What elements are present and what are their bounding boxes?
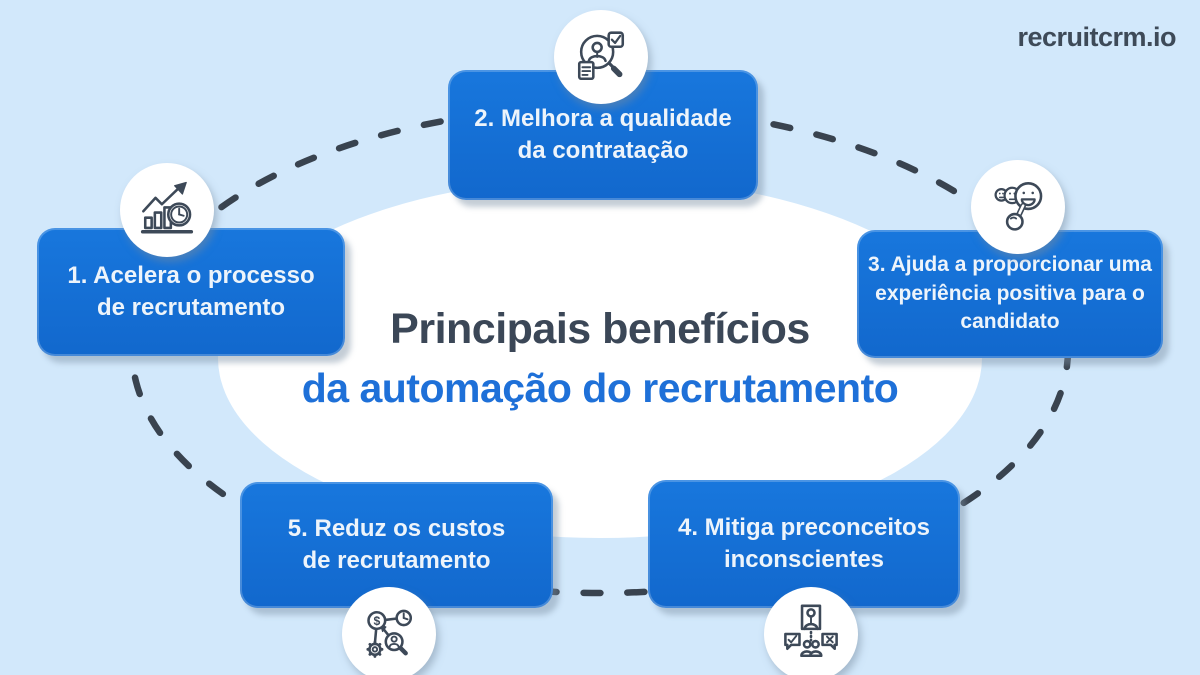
benefit-1-icon-circle [120,163,214,257]
benefit-card-2: 2. Melhora a qualidade da contratação [448,70,758,200]
benefit-2-icon-circle [554,10,648,104]
benefit-card-4: 4. Mitiga preconceitos inconscientes [648,480,960,608]
growth-chart-clock-icon [140,181,194,234]
benefit-5-icon-circle: $ [342,587,436,675]
svg-text:$: $ [373,614,380,628]
candidate-search-icon [577,31,625,81]
infographic-title: Principais benefícios da automação do re… [0,303,1200,413]
benefit-card-1: 1. Acelera o processo de recrutamento [37,228,345,356]
brand-logo: recruitcrm.io [1017,22,1176,52]
title-line-2: da automação do recrutamento [301,364,899,411]
benefit-4-icon-circle [764,587,858,675]
bias-review-icon [784,604,838,658]
title-line-1: Principais benefícios [390,305,810,353]
smiley-faces-hand-icon [994,182,1043,231]
cost-network-icon: $ [366,609,413,658]
benefit-3-icon-circle [971,160,1065,254]
center-ellipse-background [218,178,982,538]
